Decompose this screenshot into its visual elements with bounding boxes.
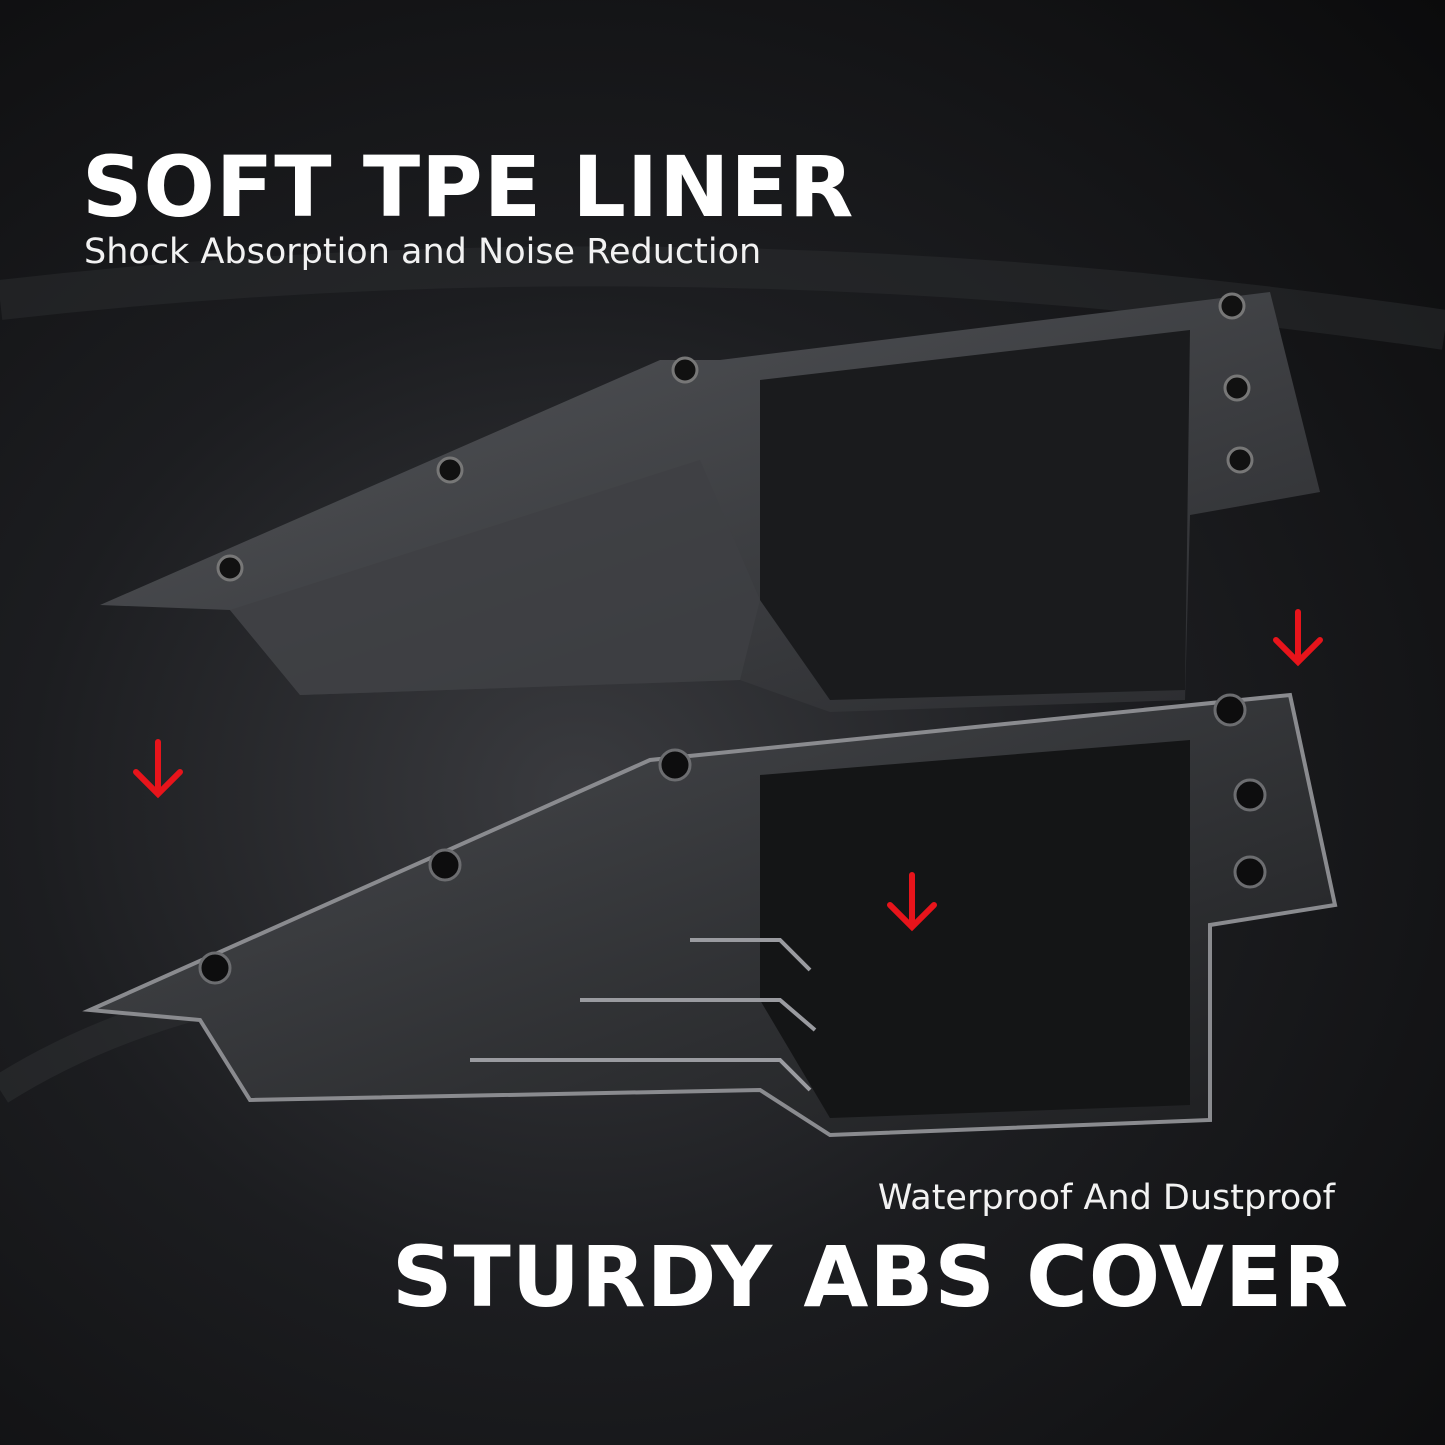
abs-cover (82, 692, 1338, 1138)
top-subtitle: Shock Absorption and Noise Reduction (84, 232, 762, 272)
arrow-down-icon (133, 739, 183, 799)
bottom-title: STURDY ABS COVER (391, 1228, 1349, 1326)
arrow-down-icon (1273, 609, 1323, 667)
arrow-down-icon (887, 872, 937, 932)
tpe-liner (100, 292, 1320, 712)
top-title: SOFT TPE LINER (82, 138, 855, 236)
bottom-subtitle: Waterproof And Dustproof (877, 1178, 1335, 1218)
